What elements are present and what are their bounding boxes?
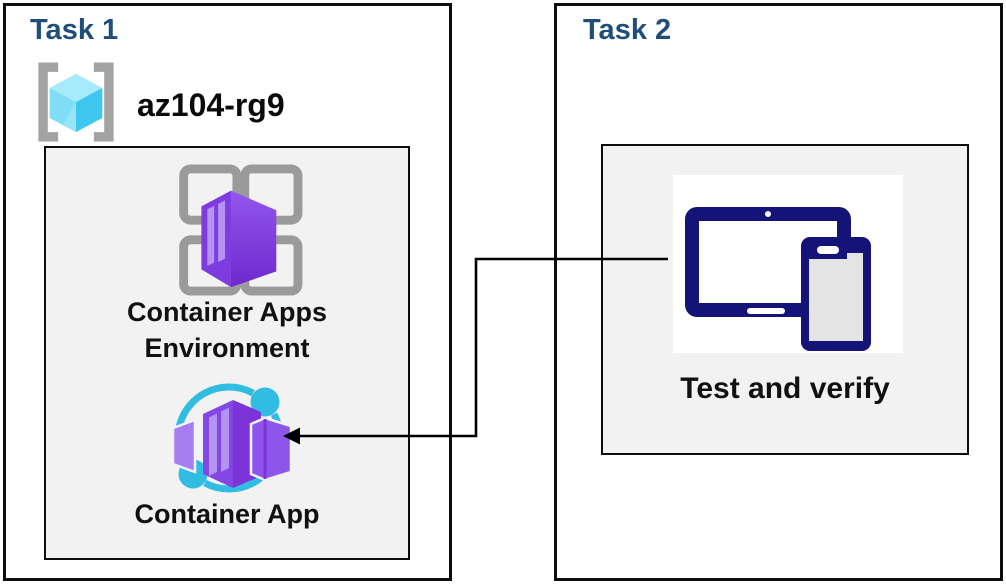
task1-inner-box: Container Apps Environment Container App xyxy=(44,146,410,560)
resource-group-row: az104-rg9 xyxy=(29,60,285,144)
test-and-verify-label: Test and verify xyxy=(680,372,890,405)
environment-label: Container Apps Environment xyxy=(46,294,408,366)
task1-title: Task 1 xyxy=(30,14,119,46)
resource-group-icon xyxy=(38,62,114,142)
resource-group-name: az104-rg9 xyxy=(137,86,285,123)
devices-icon-plate xyxy=(673,175,903,353)
container-apps-environment-icon xyxy=(179,164,303,296)
container-app-icon xyxy=(171,383,293,493)
task1-box: Task 1 az104-rg9 xyxy=(3,3,452,581)
environment-label-line2: Environment xyxy=(144,333,310,363)
devices-icon xyxy=(685,207,871,351)
task2-inner-box: Test and verify xyxy=(601,144,969,455)
task2-box: Task 2 Test and verify xyxy=(554,3,1003,581)
environment-label-line1: Container Apps xyxy=(126,297,327,327)
container-app-label: Container App xyxy=(134,499,320,529)
task2-title: Task 2 xyxy=(583,14,672,46)
